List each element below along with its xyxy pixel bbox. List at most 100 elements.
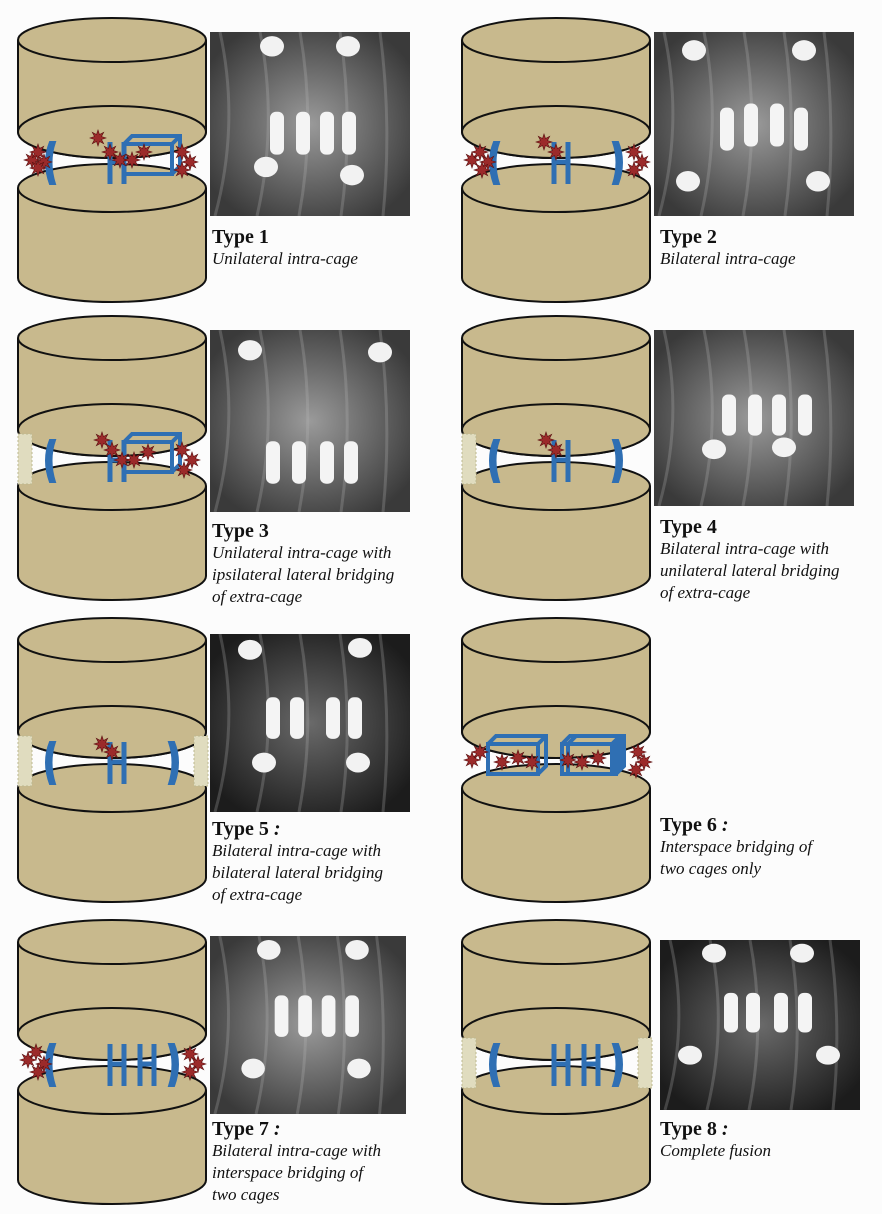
- ct-bright-spot: [806, 171, 830, 191]
- ct-bone-column: [724, 993, 738, 1033]
- lateral-bridge: [194, 736, 208, 786]
- ct-bright-spot: [792, 40, 816, 60]
- lower-vertebra-endplate: [462, 764, 650, 812]
- bone-graft: [560, 752, 576, 768]
- upper-vertebra-top: [18, 316, 206, 360]
- upper-vertebra-top: [18, 618, 206, 662]
- ct-bone-column: [320, 441, 334, 483]
- panel-type-7: Type 7 : Bilateral intra-cage with inter…: [14, 914, 454, 1214]
- ct-bright-spot: [816, 1046, 840, 1065]
- bone-graft: [184, 452, 200, 468]
- caption: Type 3 Unilateral intra-cage with ipsila…: [212, 520, 394, 608]
- caption: Type 5 : Bilateral intra-cage with bilat…: [212, 818, 383, 906]
- upper-vertebra-top: [462, 618, 650, 662]
- bone-graft: [30, 160, 46, 176]
- caption: Type 4 Bilateral intra-cage with unilate…: [660, 516, 839, 604]
- type-description: Interspace bridging of two cages only: [660, 836, 812, 880]
- ct-bright-spot: [238, 640, 262, 660]
- bone-graft: [140, 444, 156, 460]
- cage-schematic: [458, 914, 658, 1214]
- type-description: Unilateral intra-cage: [212, 248, 358, 270]
- ct-bone-column: [266, 441, 280, 483]
- panel-type-8: Type 8 : Complete fusion: [458, 914, 882, 1214]
- ct-bone-column: [772, 395, 786, 436]
- ct-bone-column: [292, 441, 306, 483]
- cage-schematic: [458, 12, 658, 312]
- cage-schematic: [14, 310, 214, 610]
- type-description: Bilateral intra-cage with unilateral lat…: [660, 538, 839, 604]
- ct-scan-graphic: [660, 940, 860, 1110]
- cage-schematic: [14, 12, 214, 312]
- ct-bone-column: [774, 993, 788, 1033]
- bone-graft: [510, 750, 526, 766]
- cage-schematic: [14, 612, 214, 912]
- lateral-bridge: [18, 736, 32, 786]
- type-title: Type 5 :: [212, 818, 383, 840]
- bone-graft: [182, 1046, 198, 1062]
- bone-graft: [124, 152, 140, 168]
- lateral-bridge: [638, 1038, 652, 1088]
- type-title: Type 3: [212, 520, 394, 542]
- ct-bone-column: [342, 112, 356, 155]
- bone-graft: [176, 462, 192, 478]
- bone-graft: [472, 744, 488, 760]
- ct-bright-spot: [347, 1059, 371, 1079]
- ct-bone-column: [798, 993, 812, 1033]
- bone-graft: [102, 144, 118, 160]
- bone-graft: [94, 736, 110, 752]
- ct-scan-graphic: [210, 634, 410, 812]
- ct-bone-column: [298, 995, 312, 1037]
- ct-bright-spot: [252, 753, 276, 773]
- ct-bright-spot: [260, 36, 284, 56]
- ct-scan-graphic: [210, 32, 410, 216]
- ct-bone-column: [270, 112, 284, 155]
- bone-graft: [174, 162, 190, 178]
- ct-bright-spot: [682, 40, 706, 60]
- ct-bone-column: [722, 395, 736, 436]
- type-title: Type 6 :: [660, 814, 812, 836]
- type-title: Type 7 :: [212, 1118, 381, 1140]
- bone-graft: [548, 144, 564, 160]
- lateral-bridge: [462, 1038, 476, 1088]
- ct-image: [210, 936, 406, 1114]
- bone-graft: [90, 130, 106, 146]
- ct-bright-spot: [238, 340, 262, 360]
- ct-bone-column: [275, 995, 289, 1037]
- ct-bone-column: [344, 441, 358, 483]
- ct-bone-column: [798, 395, 812, 436]
- upper-vertebra-top: [462, 316, 650, 360]
- lateral-bridge: [462, 434, 476, 484]
- ct-image: [654, 330, 854, 506]
- ct-image: [210, 330, 410, 512]
- type-title: Type 2: [660, 226, 796, 248]
- ct-bright-spot: [790, 944, 814, 963]
- bone-graft: [524, 754, 540, 770]
- ct-bone-column: [794, 108, 808, 151]
- bone-graft: [182, 1064, 198, 1080]
- type-description: Complete fusion: [660, 1140, 771, 1162]
- ct-bone-column: [744, 104, 758, 147]
- bone-graft: [104, 744, 120, 760]
- bone-graft: [174, 144, 190, 160]
- ct-bright-spot: [340, 165, 364, 185]
- bone-graft: [626, 144, 642, 160]
- bone-graft: [494, 754, 510, 770]
- type-title: Type 4: [660, 516, 839, 538]
- ct-bone-column: [720, 108, 734, 151]
- ct-bone-column: [746, 993, 760, 1033]
- ct-bright-spot: [336, 36, 360, 56]
- upper-vertebra-top: [18, 18, 206, 62]
- panel-type-2: Type 2 Bilateral intra-cage: [458, 12, 882, 312]
- ct-bone-column: [320, 112, 334, 155]
- ct-bright-spot: [678, 1046, 702, 1065]
- panel-type-6: Type 6 : Interspace bridging of two cage…: [458, 612, 882, 912]
- bone-graft: [536, 134, 552, 150]
- ct-bright-spot: [702, 440, 726, 460]
- bone-graft: [474, 162, 490, 178]
- ct-bright-spot: [702, 944, 726, 963]
- bone-graft: [628, 762, 644, 778]
- panel-type-3: Type 3 Unilateral intra-cage with ipsila…: [14, 310, 454, 610]
- ct-bright-spot: [257, 940, 281, 960]
- ct-image: [654, 32, 854, 216]
- ct-bright-spot: [241, 1059, 265, 1079]
